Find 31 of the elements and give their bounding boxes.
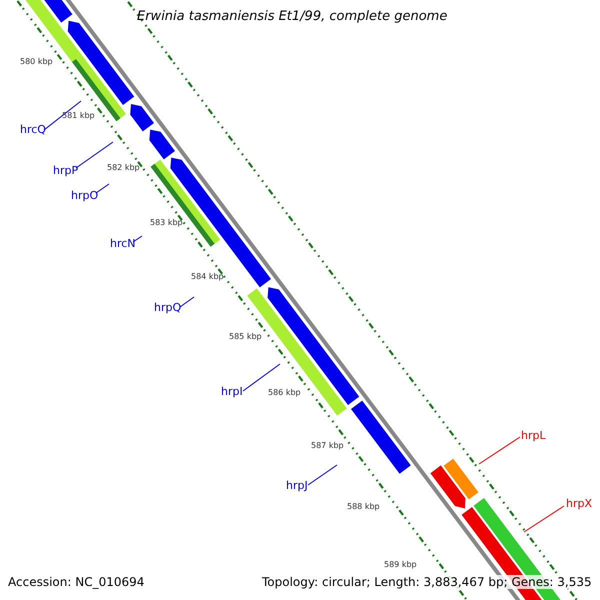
gene-label: hrcN (110, 237, 136, 250)
gene-label: hrcQ (20, 123, 46, 136)
leader-line (132, 236, 142, 242)
gene-label: hrpL (521, 429, 546, 442)
leader-line (76, 142, 114, 168)
title: Erwinia tasmaniensis Et1/99, complete genome (137, 9, 448, 24)
gene-label: hrpQ (154, 301, 182, 314)
gene-label: hrpI (221, 385, 243, 398)
leader-line (96, 184, 110, 194)
leader-line (180, 296, 194, 308)
leader-line (44, 100, 82, 130)
gene-label: hrpJ (286, 479, 308, 492)
scale-label: 582 kbp (107, 163, 140, 172)
scale-label: 584 kbp (191, 272, 224, 281)
scale-label: 580 kbp (20, 57, 53, 66)
scale-label: 588 kbp (347, 502, 380, 511)
scale-label: 587 kbp (311, 441, 344, 450)
leader-line (524, 506, 564, 532)
leader-line (242, 364, 280, 392)
leader-line (478, 436, 520, 464)
scale-label: 585 kbp (229, 332, 262, 341)
info-text: Topology: circular; Length: 3,883,467 bp; Genes: 3,535 (262, 575, 592, 589)
scale-label: 581 kbp (62, 111, 95, 120)
scale-label: 589 kbp (384, 560, 417, 569)
scale-label: 586 kbp (268, 388, 301, 397)
leader-line (308, 464, 338, 486)
scale-label: 583 kbp (150, 218, 183, 227)
info-text: Accession: NC_010694 (8, 575, 144, 589)
gene-label: hrpX (566, 497, 592, 510)
gene-label: hrpO (71, 189, 98, 202)
gene-label: hrpP (53, 164, 78, 177)
